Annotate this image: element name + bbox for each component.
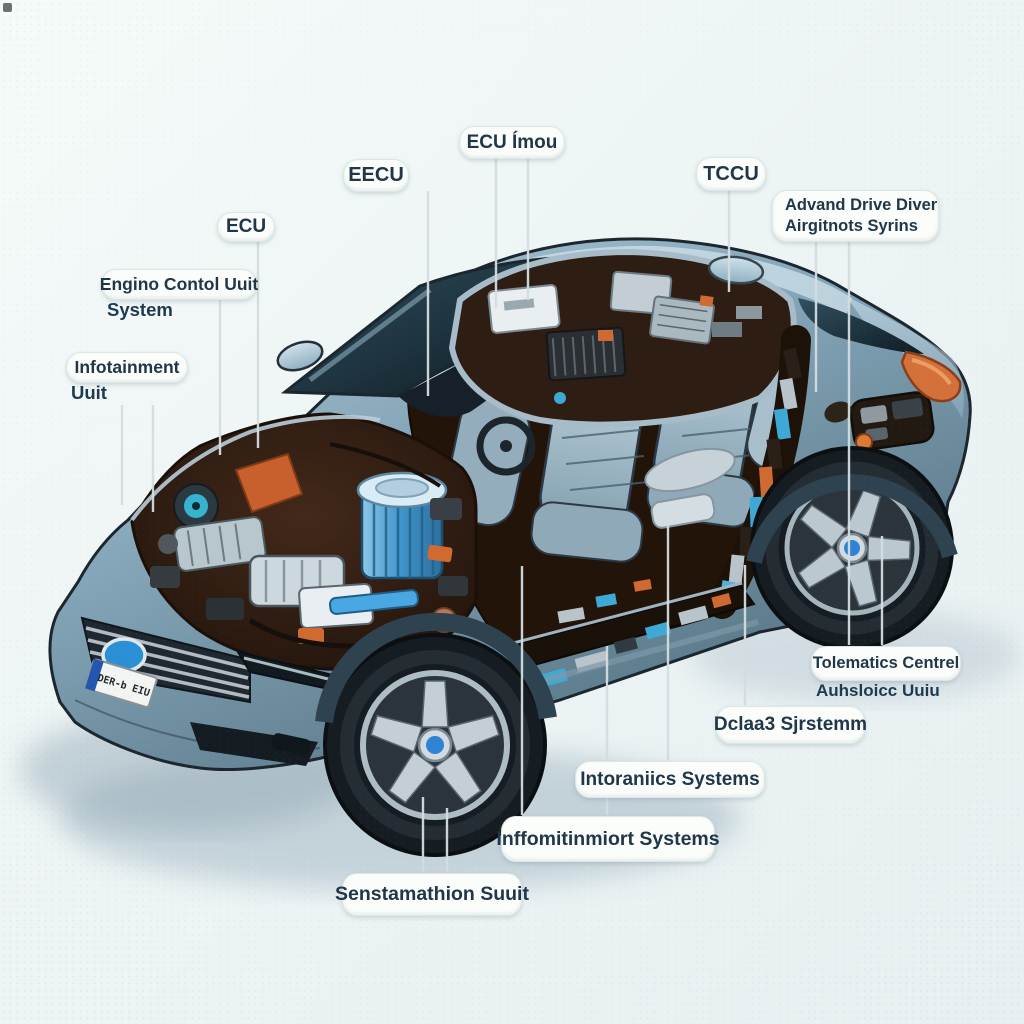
front-fascia: DER-b EIU	[80, 616, 366, 766]
label-telematics: Tolematics Centrel	[811, 646, 961, 681]
label-dclaa3-text: Dclaa3 Sjrstemm	[713, 714, 868, 735]
label-eecu-text: EECU	[348, 164, 404, 186]
front-wheel-arch	[315, 612, 557, 724]
label-telematics-text: Tolematics Centrel	[812, 654, 960, 672]
label-ecu: ECU	[217, 212, 275, 242]
label-adas-line1: Advand Drive Diver	[785, 195, 938, 214]
label-ecu-imou: ECU Ímou	[459, 126, 565, 159]
label-adas-line2: Airgitnots Syrins	[785, 217, 918, 235]
lower-intake	[190, 722, 318, 766]
label-ecu-imou-text: ECU Ímou	[466, 131, 558, 153]
sill-electronics	[500, 581, 759, 691]
label-inffom-text: Inffomitinmiort Systems	[496, 827, 720, 850]
label-inffom: Inffomitinmiort Systems	[496, 816, 720, 862]
label-ecu-text: ECU	[225, 216, 267, 237]
roof-ecu-boxes	[487, 270, 762, 404]
label-eecu: EECU	[343, 159, 409, 192]
label-adas: Advand Drive Diver Airgitnots Syrins	[772, 190, 939, 242]
label-telematics-sub: Auhsloicc Uuiu	[816, 681, 940, 700]
label-tccu: TCCU	[696, 157, 766, 191]
leader-lines	[120, 157, 884, 872]
label-infotainment-sub: Uuit	[71, 382, 107, 403]
front-hub-cap	[426, 736, 444, 754]
left-side-mirror	[276, 340, 324, 372]
rear-hub-cap	[844, 540, 860, 556]
roof-antenna	[707, 255, 765, 285]
label-intoraniics: Intoraniics Systems	[575, 761, 765, 798]
engine-bay	[130, 412, 478, 671]
rear-window	[798, 298, 924, 354]
license-plate: DER-b EIU	[84, 658, 158, 708]
label-senstam-text: Senstamathion Suuit	[335, 883, 529, 905]
label-engine-control-text: Engino Contol Uuit	[99, 274, 259, 294]
label-engine-control-sub: System	[107, 299, 173, 320]
roof-electronics-module	[448, 248, 797, 428]
taillight	[900, 350, 962, 403]
label-senstam: Senstamathion Suuit	[335, 873, 529, 916]
label-engine-control: Engino Contol Uuit	[99, 269, 259, 300]
label-dclaa3: Dclaa3 Sjrstemm	[713, 706, 868, 744]
rear-quarter-electronics	[824, 391, 935, 451]
front-wheel	[323, 633, 547, 857]
label-tccu-text: TCCU	[703, 162, 759, 185]
corner-speck	[3, 3, 12, 12]
label-infotainment: Infotainment	[66, 352, 188, 383]
pillar-wiring-harness	[707, 325, 811, 619]
label-infotainment-text: Infotainment	[74, 357, 180, 377]
label-intoraniics-text: Intoraniics Systems	[580, 768, 760, 790]
